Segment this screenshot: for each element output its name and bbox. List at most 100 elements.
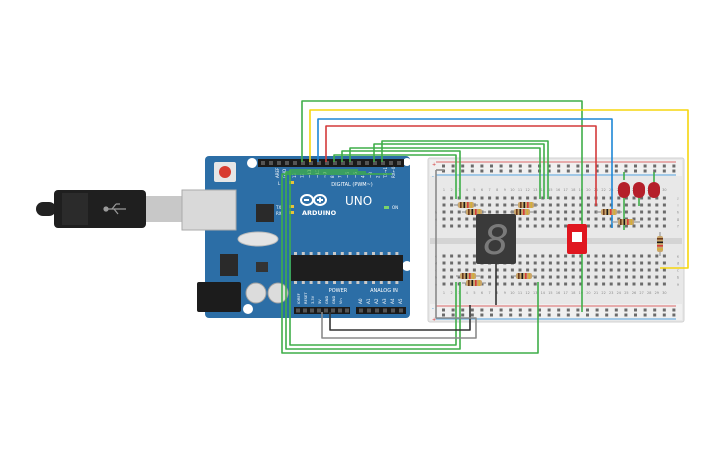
breadboard-hole [526, 224, 530, 228]
breadboard-hole [624, 203, 628, 207]
breadboard-hole [541, 203, 545, 207]
resistor-band [516, 209, 518, 215]
rail-hole [480, 164, 484, 168]
breadboard-hole [541, 196, 545, 200]
rail-hole [442, 164, 445, 168]
rail-hole [586, 313, 589, 317]
chip-pin [364, 281, 368, 284]
resistor-band [475, 209, 477, 215]
breadboard-hole [465, 196, 469, 200]
resistor [612, 219, 640, 225]
row-letter: h [677, 211, 679, 215]
breadboard-hole [526, 254, 530, 258]
atmega-chip-pins [294, 252, 399, 284]
breadboard-hole [480, 196, 484, 200]
breadboard-hole [594, 254, 598, 258]
breadboard-hole [450, 261, 454, 265]
breadboard-hole [647, 224, 651, 228]
breadboard-hole [564, 224, 568, 228]
breadboard-hole [541, 282, 545, 286]
resistor-body [460, 273, 476, 279]
center-channel [430, 238, 682, 244]
power-header [294, 307, 350, 314]
column-number: 9 [504, 188, 506, 192]
rail-hole [490, 164, 493, 168]
column-number: 6 [481, 291, 483, 295]
analog-pin-label: A4 [390, 298, 395, 304]
breadboard-hole [495, 210, 499, 214]
rail-hole [499, 164, 503, 168]
breadboard-hole [647, 210, 651, 214]
breadboard-hole [457, 275, 461, 279]
rail-hole [490, 169, 493, 173]
breadboard-hole [586, 203, 590, 207]
resistor-band [657, 238, 663, 240]
breadboard-hole [533, 224, 537, 228]
rail-hole [634, 308, 637, 312]
breadboard-hole [617, 261, 621, 265]
header-hole [397, 161, 401, 165]
usb-chip [256, 204, 274, 222]
digital-pin-label: ~3 [368, 172, 373, 178]
breadboard-hole [548, 275, 552, 279]
reset-button-cap [219, 166, 231, 178]
header-hole [357, 161, 361, 165]
breadboard-hole [533, 254, 537, 258]
breadboard-hole [564, 261, 568, 265]
rail-hole [586, 169, 589, 173]
header-hole [303, 308, 307, 313]
breadboard-hole [586, 217, 590, 221]
resistor-band [468, 280, 470, 286]
breadboard-hole [442, 217, 446, 221]
breadboard-hole [450, 268, 454, 272]
breadboard-hole [541, 217, 545, 221]
breadboard-hole [533, 282, 537, 286]
column-number: 13 [533, 291, 537, 295]
breadboard-hole [518, 261, 522, 265]
breadboard-hole [472, 261, 476, 265]
model-label: UNO [345, 194, 372, 208]
analog-pin-label: A2 [374, 298, 379, 304]
rail-hole [672, 308, 676, 312]
rail-hole [442, 169, 445, 173]
column-number: 22 [601, 188, 605, 192]
red-leds [618, 182, 660, 198]
resistor-band [478, 209, 481, 215]
led-indicator [289, 211, 294, 214]
rail-hole [595, 169, 599, 173]
rail-hole [451, 164, 455, 168]
rail-hole [499, 313, 503, 317]
rail-hole [576, 308, 580, 312]
column-number: 14 [541, 291, 545, 295]
breadboard-hole [624, 261, 628, 265]
breadboard-hole [533, 217, 537, 221]
header-hole [296, 308, 300, 313]
breadboard-hole [609, 254, 613, 258]
wire-green [349, 147, 541, 199]
rail-hole [614, 313, 618, 317]
rail-hole [605, 169, 609, 173]
chip-pin [340, 252, 344, 255]
header-hole [324, 308, 328, 313]
breadboard-hole [640, 275, 644, 279]
breadboard-hole [632, 217, 636, 221]
power-pin-label: 5V [318, 299, 322, 304]
breadboard-hole [556, 217, 560, 221]
header-hole [325, 161, 329, 165]
header-hole [317, 161, 321, 165]
chip-pin [333, 252, 336, 255]
breadboard-hole [579, 275, 583, 279]
breadboard-hole [564, 268, 568, 272]
rail-hole [461, 169, 465, 173]
digital-pin-label: 4 [360, 175, 365, 178]
rail-hole [634, 169, 637, 173]
breadboard-hole [457, 217, 461, 221]
column-number: 15 [548, 291, 552, 295]
breadboard-hole [510, 196, 514, 200]
red-led [633, 182, 645, 198]
header-hole [375, 308, 379, 313]
breadboard-hole [495, 268, 499, 272]
breadboard-hole [472, 196, 476, 200]
capacitor [267, 282, 289, 304]
breadboard-hole [640, 203, 644, 207]
